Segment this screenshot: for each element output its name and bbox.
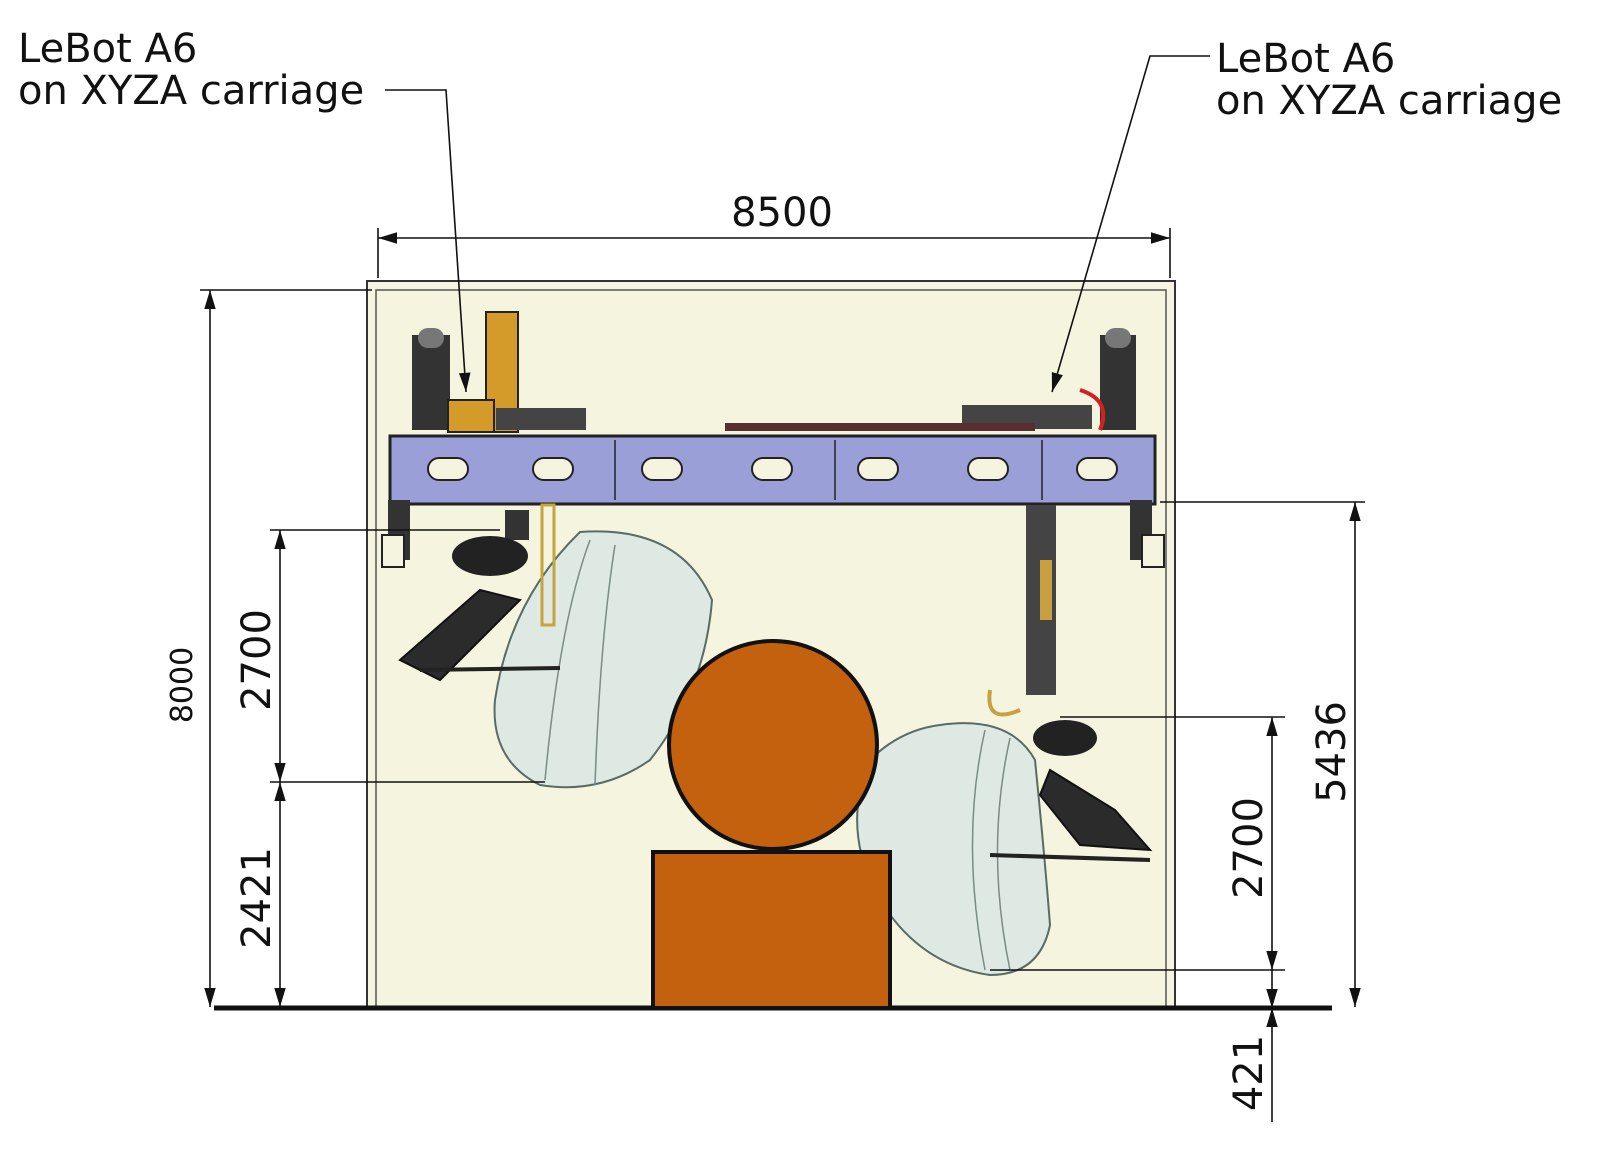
callout-left-line1: LeBot A6 (18, 26, 197, 72)
gantry-beam (381, 434, 1165, 568)
dim-right-mid-label: 2700 (1226, 797, 1272, 899)
callout-right-line2: on XYZA carriage (1216, 78, 1562, 124)
dim-left-lower-label: 2421 (234, 847, 280, 949)
callout-left-line2: on XYZA carriage (18, 68, 364, 114)
dim-right: 5436 2700 421 (990, 501, 1365, 1122)
drum (667, 639, 879, 851)
dim-width-label: 8500 (731, 190, 833, 236)
dim-height-label: 8000 (165, 647, 200, 723)
dim-left: 2700 2421 (234, 529, 545, 1007)
dim-left-upper-label: 2700 (234, 609, 280, 711)
callout-right: LeBot A6 on XYZA carriage (1051, 36, 1562, 393)
left-robot-arm (398, 503, 561, 682)
dim-right-bottom-label: 421 (1226, 1035, 1272, 1111)
left-shell (493, 530, 714, 789)
dim-height: 8000 (165, 289, 372, 1007)
right-carriage (725, 328, 1136, 431)
callout-right-line1: LeBot A6 (1216, 36, 1395, 82)
right-robot-arm (987, 505, 1153, 862)
dim-right-tall-label: 5436 (1309, 701, 1355, 803)
pedestal (651, 850, 892, 1010)
dim-width: 8500 (377, 190, 1171, 278)
callout-left: LeBot A6 on XYZA carriage (18, 26, 471, 393)
left-carriage (412, 311, 586, 433)
